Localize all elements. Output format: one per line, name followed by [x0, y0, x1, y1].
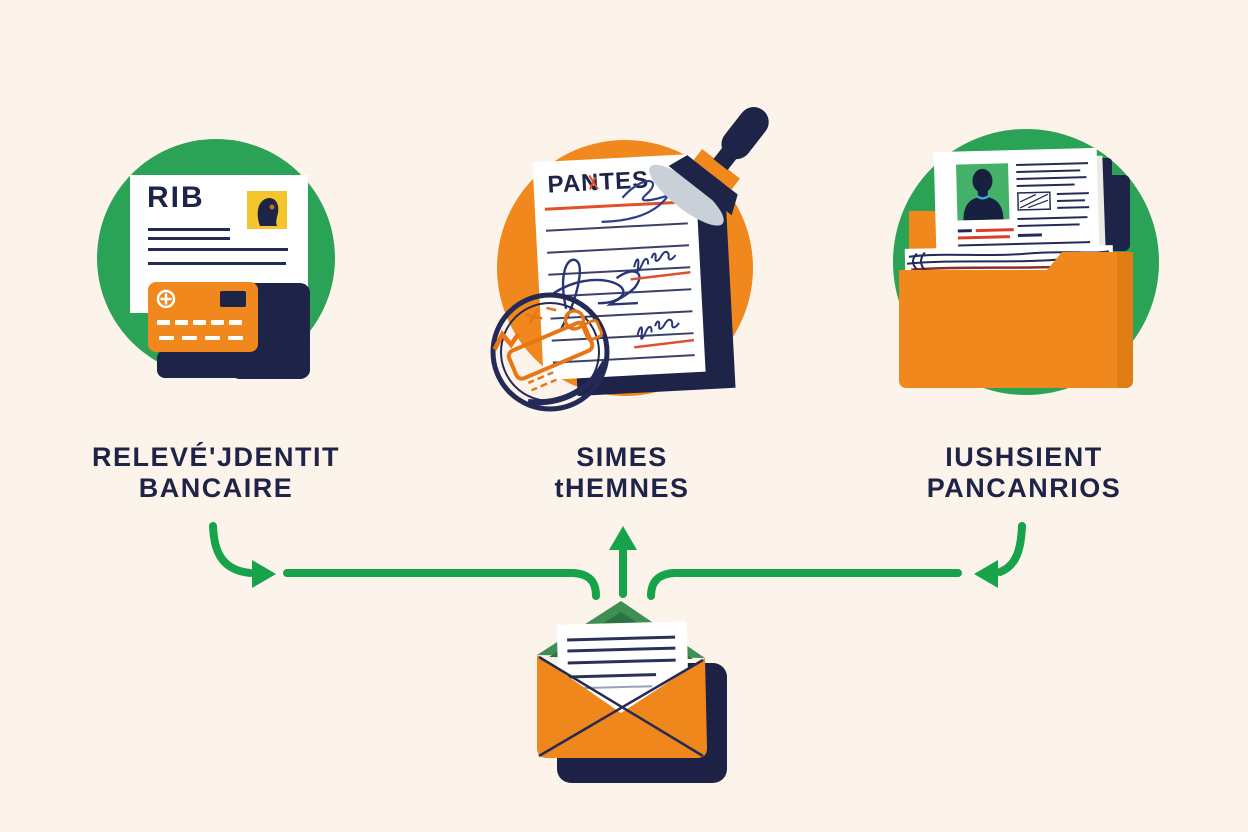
right-horizontal-line	[647, 569, 962, 600]
left-curve-arrow	[209, 522, 254, 577]
person-silhouette-icon	[963, 168, 1004, 221]
label-folder: IUSHSIENT PANCANRIOS	[864, 442, 1184, 504]
text-line	[148, 262, 286, 265]
label-line: BANCAIRE	[138, 473, 294, 503]
credit-card-icon	[148, 282, 258, 352]
left-pointing-arrowhead	[974, 560, 998, 588]
text-line	[148, 248, 288, 251]
card-shadow	[157, 350, 310, 378]
text-line	[148, 228, 230, 231]
right-curve-arrow	[996, 522, 1026, 576]
round-seal-stamp-icon	[490, 292, 610, 412]
card-logo-icon	[156, 289, 176, 309]
id-photo-thumbnail	[247, 191, 287, 229]
rubber-stamp-icon	[649, 107, 769, 226]
label-line: RELEVÉ'JDENTIT	[92, 442, 340, 472]
left-horizontal-line	[283, 569, 600, 600]
id-card-icon	[933, 147, 1100, 254]
folder-front-icon	[899, 252, 1133, 388]
card-chip	[220, 291, 246, 307]
portrait-icon	[257, 198, 279, 226]
signature-scribbles	[552, 174, 695, 349]
envelope-front-icon	[537, 655, 707, 758]
stamped-document-icon: PANTES	[532, 153, 706, 381]
right-pointing-arrowhead	[252, 560, 276, 588]
id-photo	[956, 163, 1010, 221]
up-pointing-arrowhead	[609, 526, 637, 550]
label-line: PANCANRIOS	[926, 473, 1122, 503]
label-line: IUSHSIENT	[945, 442, 1103, 472]
label-rib: RELEVÉ'JDENTIT BANCAIRE	[56, 442, 376, 504]
signature-box	[1017, 191, 1052, 211]
text-line	[148, 237, 230, 240]
rib-document-title: RIB	[147, 181, 205, 214]
label-line: SIMES	[576, 442, 668, 472]
label-signed-document: SIMES tHEMNES	[462, 442, 782, 504]
label-line: tHEMNES	[554, 473, 690, 503]
